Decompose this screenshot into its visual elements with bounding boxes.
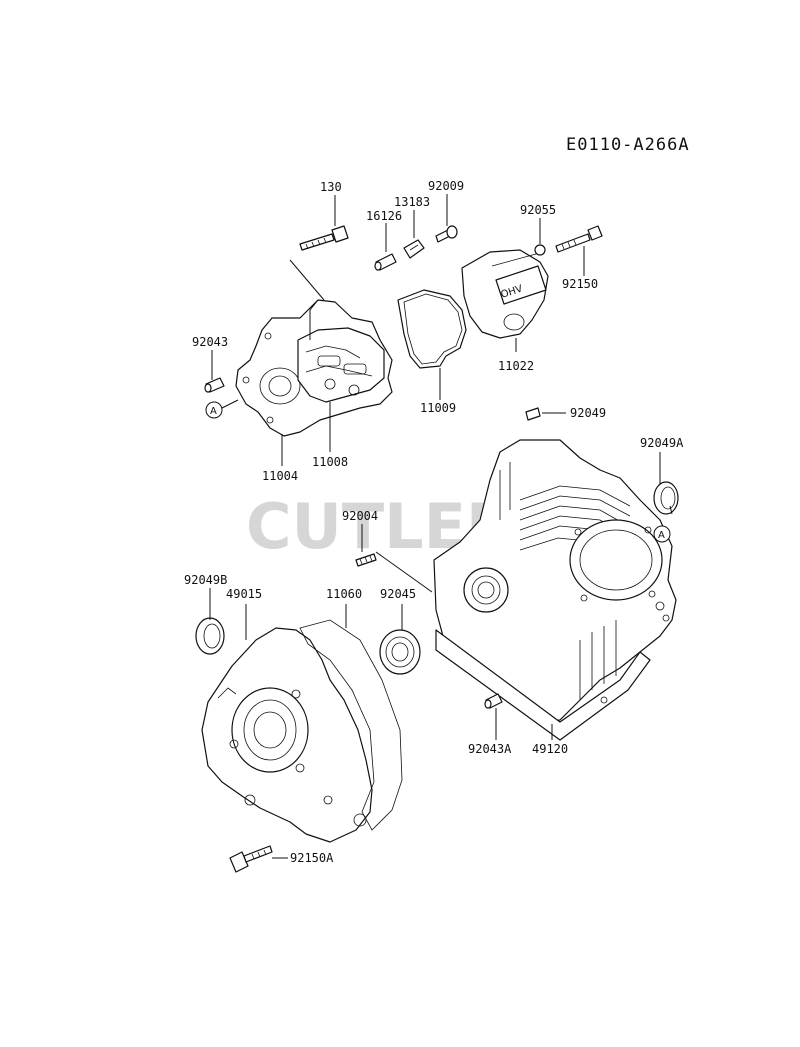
label-130: 130 [320,180,342,194]
dowel-92043A [484,693,503,709]
bolt-130 [299,225,349,251]
label-13183: 13183 [394,195,430,209]
stud-92004 [355,553,377,567]
bolt-92150A [229,845,273,873]
crankcase-cover-49015 [201,627,373,843]
label-92055: 92055 [520,203,556,217]
label-11060: 11060 [326,587,362,601]
label-92150A: 92150A [290,851,334,865]
cylinder-head-assembly [235,259,393,437]
pin-16126 [374,253,397,271]
label-92004: 92004 [342,509,378,523]
o-ring-92055 [534,244,546,256]
svg-text:A: A [658,530,665,541]
label-49120: 49120 [532,742,568,756]
label-92043: 92043 [192,335,228,349]
oil-seal-92049A [653,481,679,515]
reference-marker-head: A [205,401,223,419]
svg-text:A: A [210,406,217,417]
label-11009: 11009 [420,401,456,415]
bearing-92045 [379,629,421,675]
label-92049A: 92049A [640,436,684,450]
label-92049B: 92049B [184,573,227,587]
diagram-code: E0110-A266A [566,135,690,155]
plug-92049 [525,407,541,421]
oil-seal-92049B [195,617,225,655]
guide-13183 [403,239,425,259]
crankcase-49120 [433,439,677,741]
leader-lines [209,194,673,859]
label-92150: 92150 [562,277,598,291]
label-16126: 16126 [366,209,402,223]
part-labels: 130 16126 13183 92009 92055 92150 92043 … [184,179,684,865]
label-92045: 92045 [380,587,416,601]
gasket-11009 [397,289,467,369]
label-11004: 11004 [262,469,298,483]
screw-92009 [435,225,458,243]
label-11022: 11022 [498,359,534,373]
label-92009: 92009 [428,179,464,193]
label-92043A: 92043A [468,742,512,756]
dowel-92043 [204,377,225,393]
gasket-11060 [299,619,403,831]
label-11008: 11008 [312,455,348,469]
label-49015: 49015 [226,587,262,601]
label-92049: 92049 [570,406,606,420]
reference-marker-crankcase: A [653,525,671,543]
bolt-92150 [555,225,603,253]
rocker-cover-11022: OHV [461,249,549,339]
